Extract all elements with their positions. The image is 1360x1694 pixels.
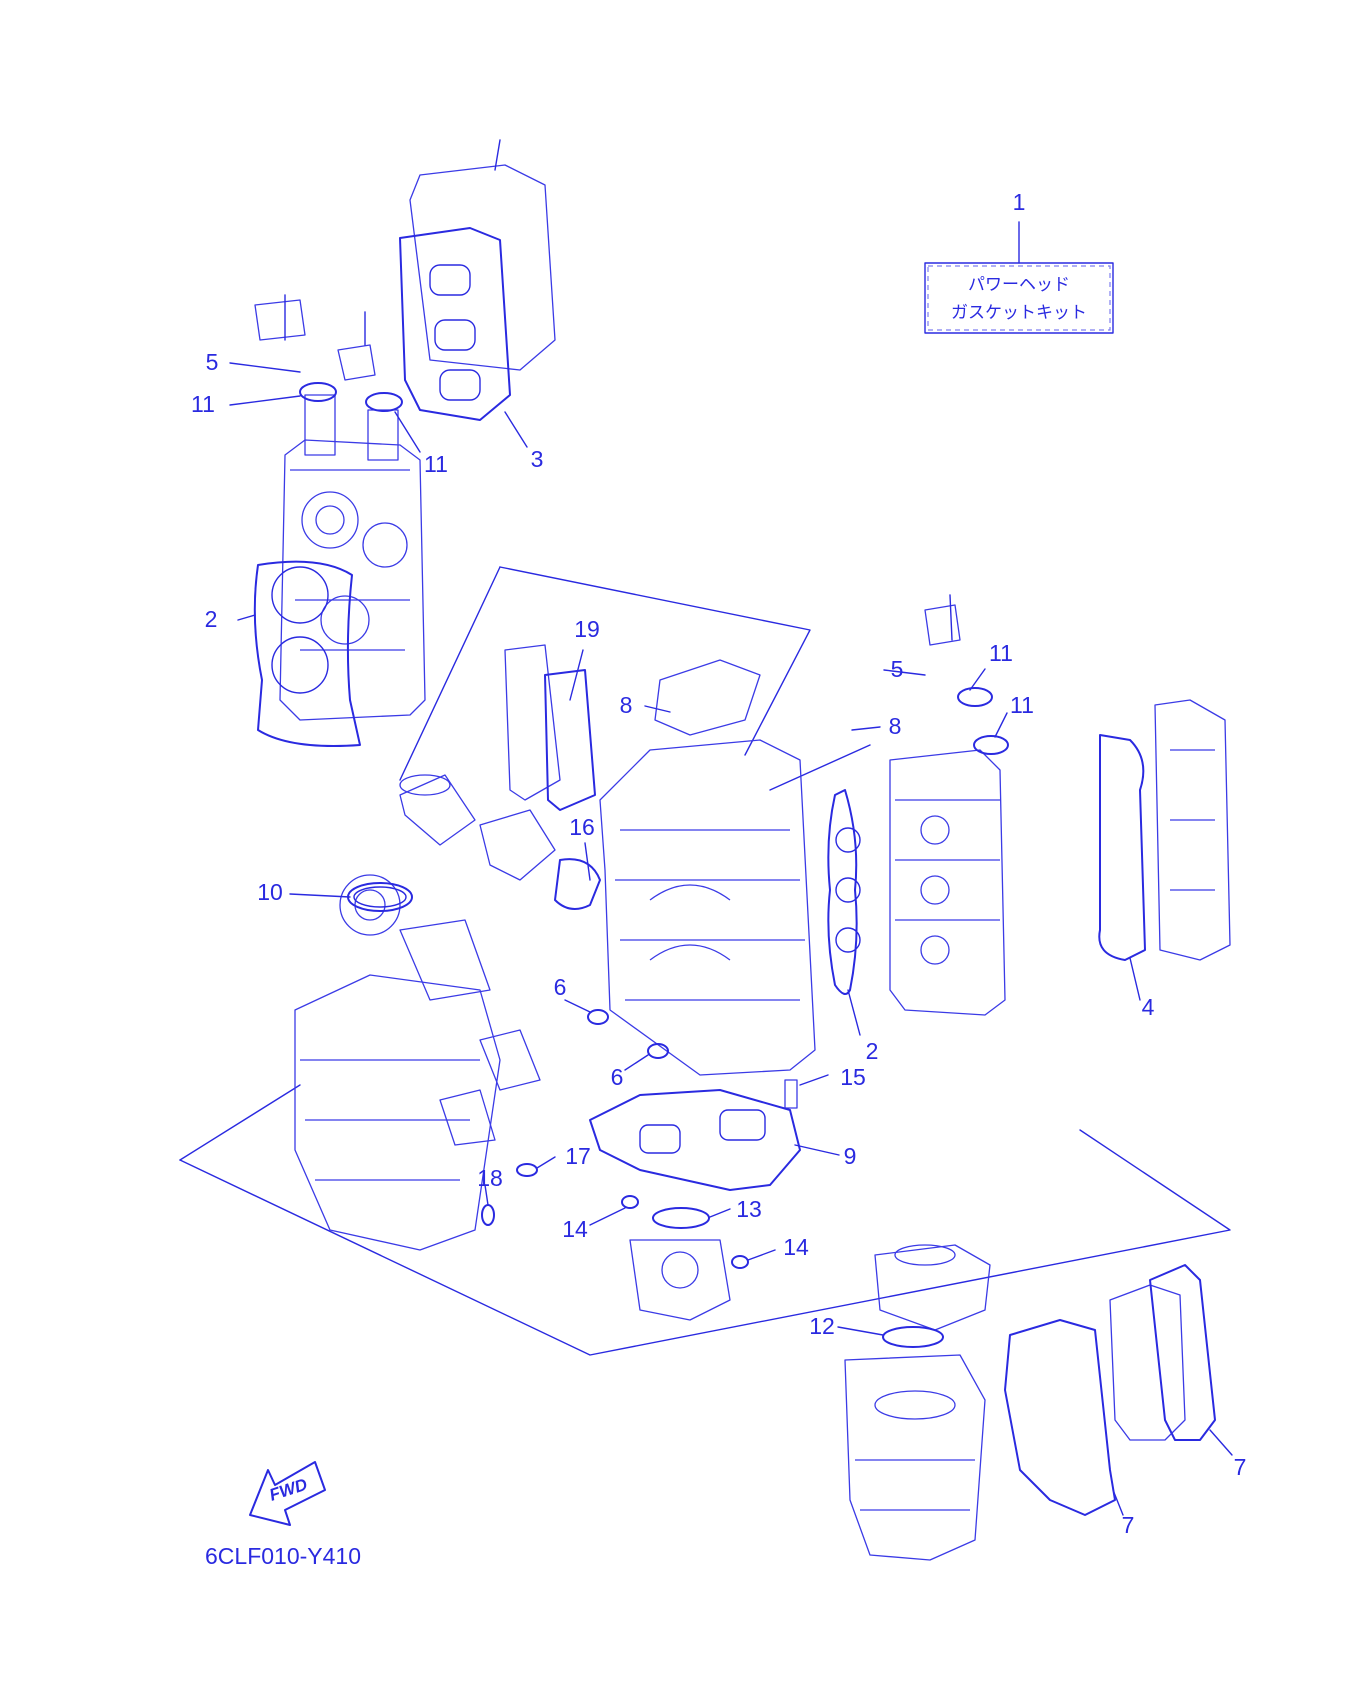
o-ring-6a [587, 1009, 609, 1025]
callout-9: 9 [844, 1143, 857, 1169]
callout-2: 2 [205, 606, 218, 632]
callout-11: 11 [424, 451, 448, 477]
valve-cover-right [1098, 699, 1231, 961]
callouts: 1 3 5 11 11 2 19 8 8 5 11 11 16 10 6 6 2… [191, 189, 1246, 1538]
callout-19: 19 [574, 616, 600, 642]
oil-seal-11c [957, 687, 993, 707]
intake-manifold [844, 1354, 986, 1561]
o-ring-14b [731, 1255, 749, 1269]
callout-2: 2 [866, 1038, 879, 1064]
callout-8: 8 [889, 713, 902, 739]
o-ring-18 [481, 1204, 495, 1226]
oil-filter [399, 774, 556, 881]
fwd-arrow-icon: FWD [249, 1461, 326, 1526]
o-ring-6b [647, 1043, 669, 1059]
callout-13: 13 [736, 1196, 762, 1222]
head-gasket-upper [253, 560, 361, 747]
valve-cover-upper [399, 139, 556, 421]
callout-6: 6 [611, 1064, 624, 1090]
callout-14: 14 [783, 1234, 809, 1260]
callout-16: 16 [569, 814, 595, 840]
callout-3: 3 [531, 446, 544, 472]
callout-5: 5 [891, 656, 904, 682]
gasket-13 [652, 1207, 710, 1229]
callout-10: 10 [257, 879, 283, 905]
thermostat-housing [629, 1239, 731, 1321]
exhaust-gasket-9 [589, 1089, 801, 1191]
oil-seal-11d [973, 735, 1009, 755]
callout-17: 17 [565, 1143, 591, 1169]
callout-8: 8 [620, 692, 633, 718]
callout-6: 6 [554, 974, 567, 1000]
callout-12: 12 [809, 1313, 835, 1339]
oil-seal-11a [299, 382, 337, 402]
head-gasket-middle [827, 789, 861, 995]
gasket-16 [554, 858, 601, 910]
callout-14: 14 [562, 1216, 588, 1242]
throttle-body [874, 1244, 991, 1331]
o-ring-14a [621, 1195, 639, 1209]
gasket-12 [882, 1326, 944, 1348]
o-ring-17 [516, 1163, 538, 1177]
callout-11: 11 [1010, 692, 1034, 718]
crankcase-lower-left [294, 874, 541, 1251]
cylinder-head-right [889, 594, 1006, 1016]
cylinder-block [599, 659, 816, 1076]
callout-7: 7 [1234, 1454, 1247, 1480]
callout-5: 5 [206, 349, 219, 375]
callout-7: 7 [1122, 1512, 1135, 1538]
callout-11: 11 [191, 391, 215, 417]
diagram-code: 6CLF010-Y410 [205, 1543, 361, 1569]
kit-label-line2: ガスケットキット [951, 303, 1087, 323]
callout-11: 11 [989, 640, 1013, 666]
callout-4: 4 [1142, 994, 1155, 1020]
dowel-pin-15 [784, 1079, 798, 1109]
group-outlines [179, 566, 1231, 1356]
exhaust-cover [504, 644, 596, 811]
callout-1: 1 [1013, 189, 1026, 215]
timing-cover-gaskets [1004, 1264, 1216, 1516]
callout-15: 15 [840, 1064, 866, 1090]
callout-18: 18 [477, 1165, 503, 1191]
kit-label-box: パワーヘッド ガスケットキット [924, 221, 1114, 334]
cylinder-head-upper [254, 294, 426, 721]
kit-label-line1: パワーヘッド [968, 275, 1070, 295]
oil-seal-11b [365, 392, 403, 412]
leader-lines [229, 362, 1233, 1516]
